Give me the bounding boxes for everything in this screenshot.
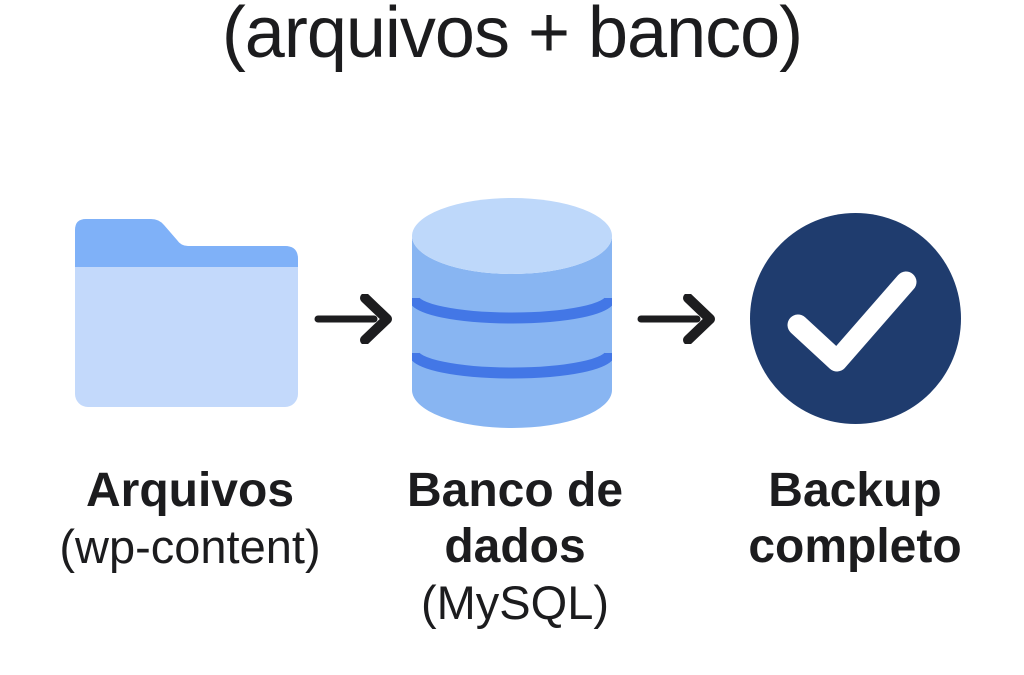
- arrow-head: [360, 294, 392, 344]
- folder-tab-shape: [75, 219, 298, 267]
- arrow-right-icon: [314, 294, 392, 344]
- check-circle-icon: [750, 213, 961, 424]
- arrow-right-icon: [637, 294, 715, 344]
- database-icon: [412, 198, 612, 428]
- diagram-title: (arquivos + banco): [221, 0, 803, 73]
- step-files: Arquivos (wp-content): [20, 463, 360, 575]
- step-database: Banco de dados (MySQL): [345, 463, 685, 631]
- database-stripe: [412, 296, 612, 324]
- step-label: Backup completo: [748, 464, 962, 573]
- database-body-shape: [412, 236, 612, 428]
- database-top-shape: [412, 198, 612, 274]
- folder-icon: [75, 219, 298, 407]
- step-full-backup: Backup completo: [685, 463, 1024, 575]
- database-stripe: [412, 351, 612, 379]
- check-circle-shape: [750, 213, 961, 424]
- step-label: Arquivos: [85, 464, 295, 517]
- check-mark-shape: [787, 271, 917, 372]
- folder-body-shape: [75, 246, 298, 407]
- step-sublabel: (MySQL): [421, 576, 609, 629]
- step-sublabel: (wp-content): [59, 520, 321, 573]
- step-label: Banco de dados: [406, 464, 624, 573]
- arrow-head: [683, 294, 715, 344]
